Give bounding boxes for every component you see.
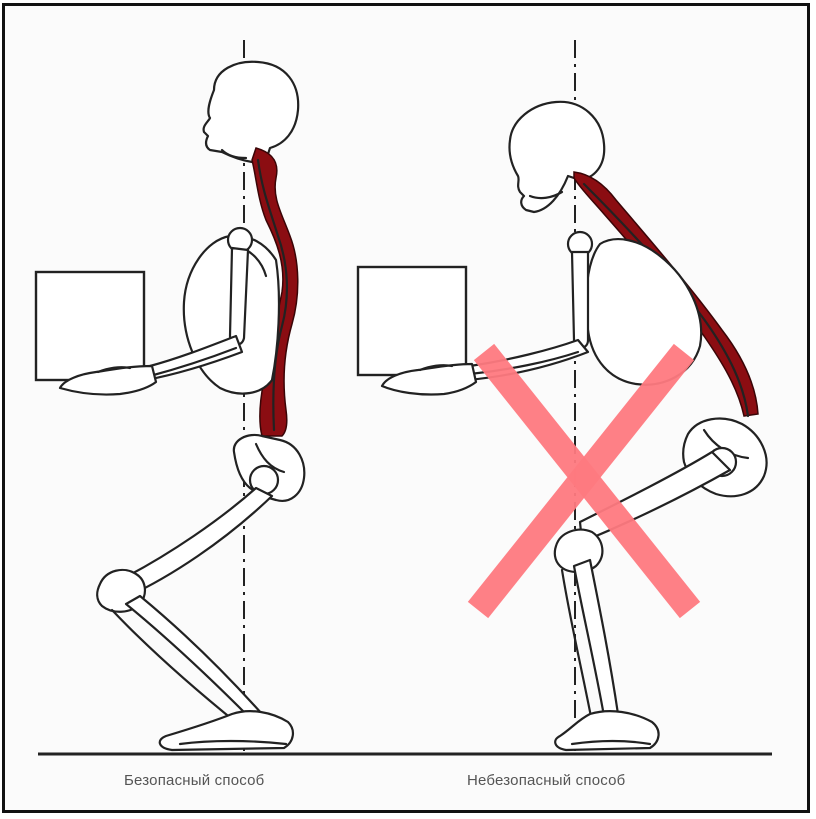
unsafe-tibia	[574, 560, 618, 716]
safe-lifting-figure	[36, 40, 304, 752]
unsafe-lifting-figure	[358, 40, 767, 752]
safe-box	[36, 272, 144, 380]
safe-upper-arm	[230, 248, 248, 345]
unsafe-box	[358, 267, 466, 375]
unsafe-upper-arm	[572, 252, 588, 348]
safe-skull	[204, 62, 299, 162]
unsafe-method-caption: Небезопасный способ	[467, 772, 625, 789]
unsafe-foot	[555, 711, 658, 750]
safe-tibia	[126, 596, 262, 716]
safe-method-caption: Безопасный способ	[124, 772, 264, 789]
